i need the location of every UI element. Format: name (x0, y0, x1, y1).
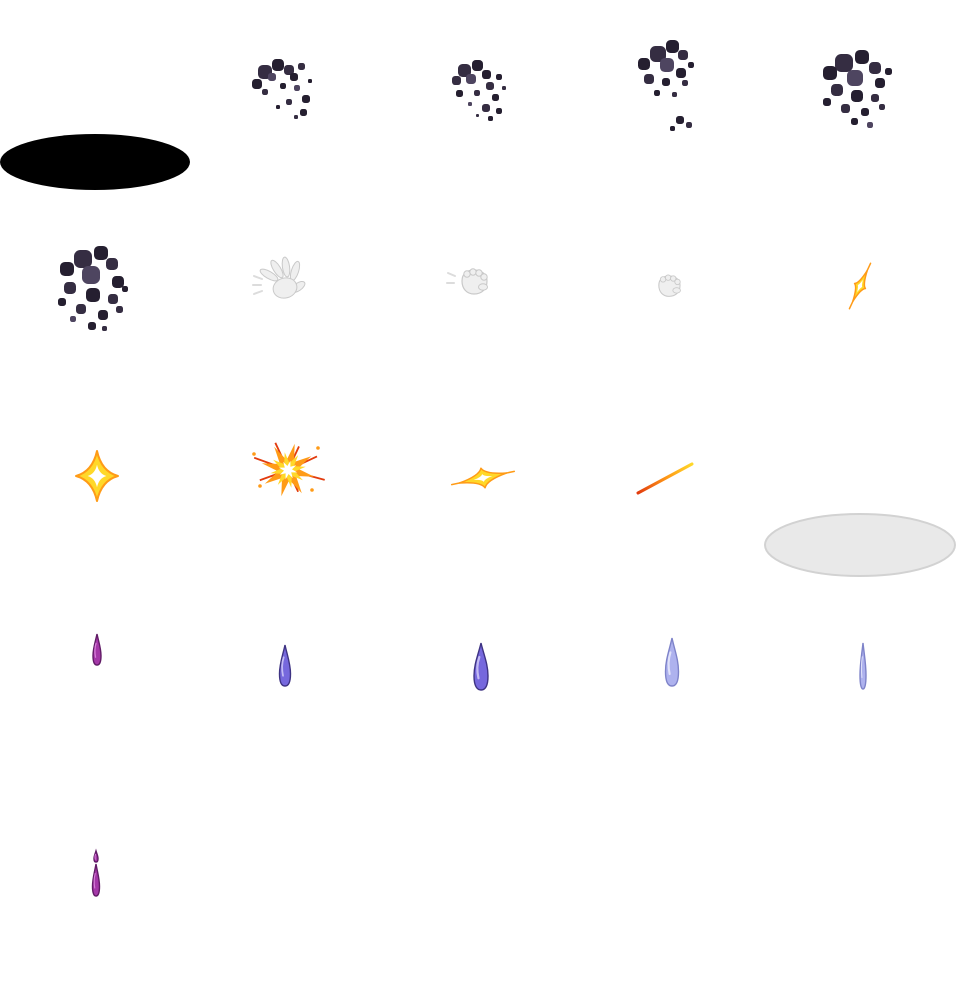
purple-drop-1 (278, 644, 292, 687)
waving-hand-sprite (252, 256, 306, 299)
fist-hand-sprite-1 (446, 268, 488, 295)
sparkle-star-sprite (75, 450, 119, 502)
fist-hand-sprite-2 (658, 274, 681, 297)
smoke-puff-frame-1 (252, 59, 312, 119)
streak-spark-sprite (636, 462, 694, 495)
gray-shadow-ellipse (764, 513, 956, 577)
magenta-drop-split-bottom (91, 863, 101, 897)
smoke-puff-frame-5 (58, 246, 128, 331)
lavender-drop-thin (859, 642, 867, 690)
tiny-spark-sprite (848, 262, 872, 310)
small-spark-sprite (450, 467, 516, 489)
magenta-drop-split-top (93, 848, 99, 863)
smoke-puff-frame-2 (452, 60, 506, 121)
smoke-puff-frame-3 (638, 40, 694, 131)
magenta-drop-small (92, 633, 102, 666)
impact-burst-sprite (252, 442, 325, 497)
purple-drop-2 (473, 642, 489, 691)
black-shadow-ellipse (0, 134, 190, 190)
smoke-puff-frame-4 (823, 50, 892, 128)
lavender-drop-1 (664, 637, 680, 687)
